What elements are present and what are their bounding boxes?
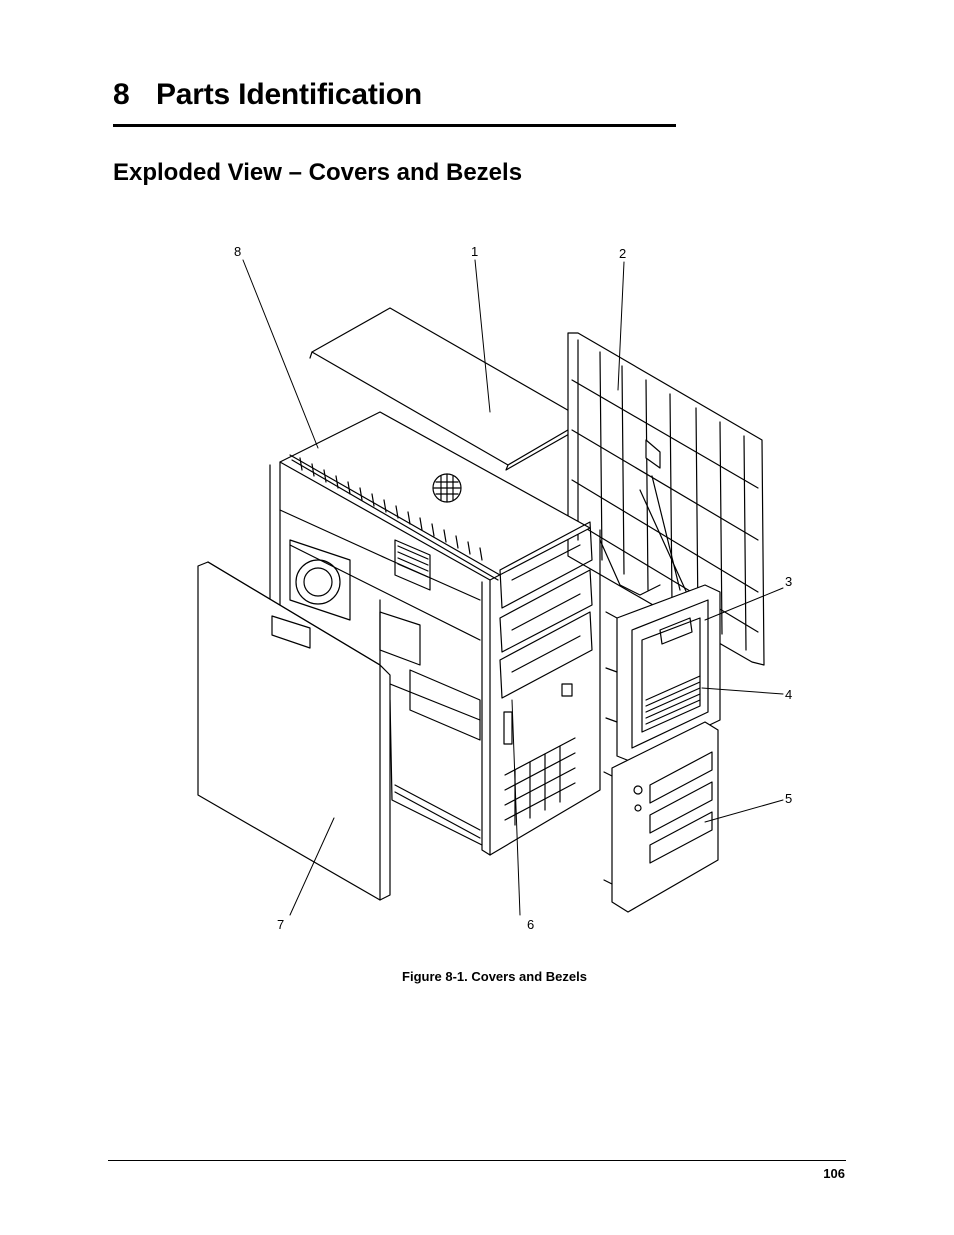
callout-8: 8 [234, 244, 241, 259]
callout-3: 3 [785, 574, 792, 589]
side-access-panel [567, 332, 765, 666]
chapter-title-text: Parts Identification [156, 78, 423, 111]
front-bezel-door [603, 721, 719, 913]
section-title: Exploded View – Covers and Bezels [113, 159, 523, 186]
chapter-number: 8 [113, 78, 130, 111]
callout-labels: 8 1 2 3 4 5 6 7 [234, 244, 792, 932]
leader-lines [242, 259, 784, 916]
exploded-view-diagram: 8 1 2 3 4 5 6 7 [197, 244, 792, 932]
left-side-cover [197, 561, 391, 901]
callout-1: 1 [471, 244, 478, 259]
page-number: 106 [823, 1166, 845, 1181]
chapter-title: 8 Parts Identification [113, 78, 422, 112]
callout-6: 6 [527, 917, 534, 932]
callout-2: 2 [619, 246, 626, 261]
front-bezel [605, 584, 721, 763]
callout-4: 4 [785, 687, 792, 702]
callout-7: 7 [277, 917, 284, 932]
callout-5: 5 [785, 791, 792, 806]
chassis [269, 411, 601, 856]
figure-caption: Figure 8-1. Covers and Bezels [402, 969, 587, 984]
chapter-rule [113, 124, 676, 127]
footer-rule [108, 1160, 846, 1161]
